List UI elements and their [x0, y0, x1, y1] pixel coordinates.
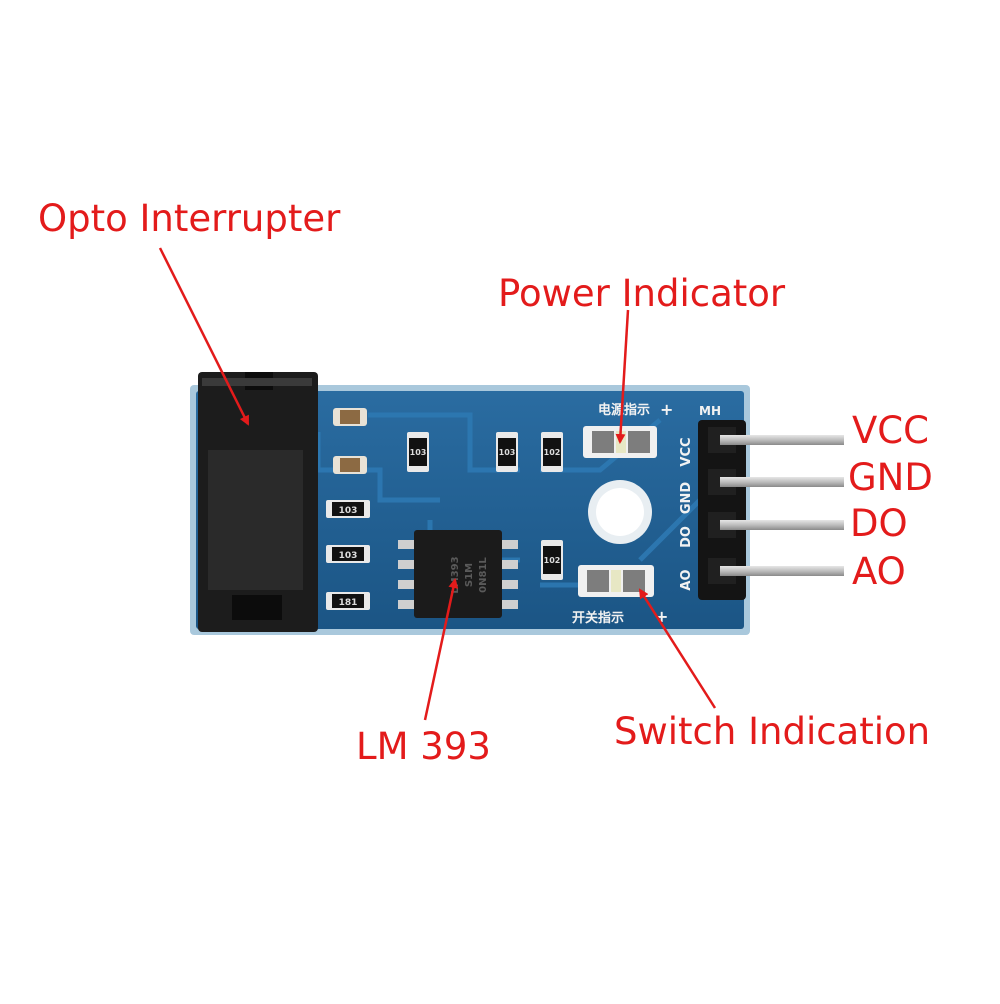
switch-led-plus: + — [655, 607, 668, 626]
pin-ao-metal — [720, 566, 844, 576]
smd-components-left: 103 103 181 — [326, 408, 370, 610]
lm393-chip: LM393 S1M 0N81L — [398, 530, 518, 618]
resistor-r7-code: 102 — [544, 556, 561, 565]
mounting-hole-center — [596, 488, 644, 536]
callout-power-indicator: Power Indicator — [498, 272, 786, 315]
resistor-r1-body — [332, 502, 364, 516]
switch-led-silk: 开关指示 — [572, 610, 624, 626]
arrow-lm393 — [423, 578, 459, 721]
pin-gnd-metal — [720, 477, 844, 487]
capacitor-2-body — [340, 458, 360, 472]
chip-marking-line2: S1M — [464, 563, 475, 587]
arrow-power-indicator — [615, 309, 630, 444]
chip-body — [414, 530, 502, 618]
mounting-hole — [588, 480, 652, 544]
pin-label-ao: AO — [852, 550, 906, 593]
pin-header — [698, 420, 844, 600]
pin-label-do: DO — [850, 502, 908, 545]
resistor-r6-code: 102 — [544, 448, 561, 457]
header-body — [698, 420, 746, 600]
annotation-arrows — [158, 247, 717, 721]
callout-switch-indication: Switch Indication — [614, 710, 931, 753]
callout-opto-interrupter: Opto Interrupter — [38, 197, 341, 240]
resistor-r3-body — [332, 594, 364, 608]
power-led-silk: 电源指示 — [598, 402, 650, 418]
switch-led-lens — [611, 570, 621, 592]
pin-silk-vcc: VCC — [679, 437, 694, 466]
pin-label-gnd: GND — [848, 456, 933, 499]
pin-do-metal — [720, 520, 844, 530]
resistor-r4-code: 103 — [410, 448, 427, 457]
pin-do — [708, 512, 844, 538]
resistor-r1-code: 103 — [339, 506, 358, 516]
pin-silkscreen: MH VCC GND DO AO — [679, 404, 721, 591]
power-led-pad-right — [628, 431, 650, 453]
switch-led-pad-left — [587, 570, 609, 592]
pin-ao — [708, 558, 844, 584]
switch-led: 开关指示 + — [572, 565, 668, 626]
pin-silk-gnd: GND — [679, 482, 694, 515]
arrow-switch-indication — [638, 588, 717, 709]
resistor-r7-body — [543, 546, 561, 574]
resistor-r2-code: 103 — [339, 551, 358, 561]
chip-marking: LM393 S1M 0N81L — [450, 556, 489, 593]
power-led-plus: + — [660, 400, 673, 419]
chip-marking-line3: 0N81L — [478, 557, 489, 593]
pin-vcc — [708, 427, 844, 453]
chip-pins — [398, 540, 518, 609]
power-led-pad-left — [592, 431, 614, 453]
capacitor-1-body — [340, 410, 360, 424]
pin-gnd — [708, 469, 844, 495]
resistor-r5-body — [498, 438, 516, 466]
opto-interrupter — [198, 372, 318, 632]
pin-silk-ao: AO — [679, 569, 694, 590]
opto-body — [208, 450, 303, 590]
callout-lm393: LM 393 — [356, 725, 491, 768]
pin-vcc-metal — [720, 435, 844, 445]
resistor-r4-body — [409, 438, 427, 466]
pin-label-vcc: VCC — [852, 409, 929, 452]
smd-components-top: 103 103 102 102 — [407, 432, 563, 580]
resistor-r6-body — [543, 438, 561, 466]
chip-marking-line1: LM393 — [450, 556, 461, 593]
pin-silk-do: DO — [679, 526, 694, 548]
header-label: MH — [699, 404, 721, 418]
switch-led-pad-right — [623, 570, 645, 592]
opto-top-rim — [202, 378, 312, 386]
arrow-opto-interrupter — [158, 247, 250, 426]
opto-slot-bottom — [232, 595, 282, 620]
resistor-r3-code: 181 — [339, 598, 358, 608]
resistor-r5-code: 103 — [499, 448, 516, 457]
resistor-r2-body — [332, 547, 364, 561]
